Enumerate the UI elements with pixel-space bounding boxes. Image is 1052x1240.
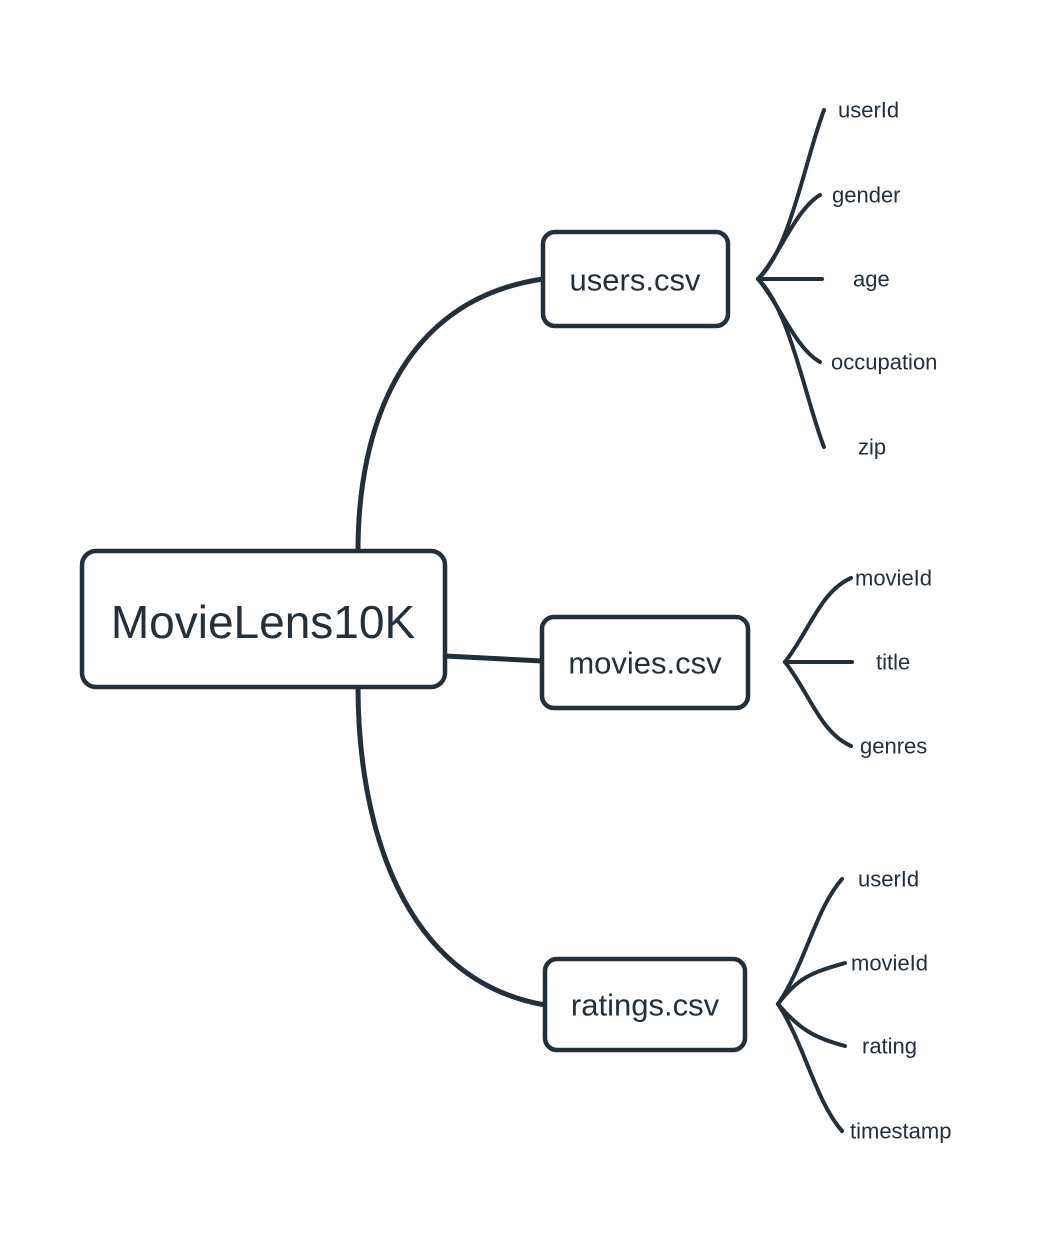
edge-root-to-movies: [442, 653, 545, 664]
edge-root-to-ratings: [355, 684, 548, 1008]
branch-node-ratings[interactable]: ratings.csv: [542, 956, 748, 1053]
edge-ratings-to-movieid: [776, 961, 847, 1006]
leaf-label-ratings-rating: rating: [862, 1034, 917, 1059]
edge-ratings-to-timestamp: [776, 1002, 844, 1133]
edge-users-to-zip: [756, 277, 826, 449]
branch-node-ratings-box: [542, 956, 748, 1053]
root-node-box: [79, 548, 448, 690]
leaf-label-users-occupation: occupation: [831, 350, 937, 375]
leaf-label-movies-title: title: [876, 650, 910, 675]
edge-users-to-gender: [756, 193, 822, 281]
branch-node-users-label: users.csv: [570, 263, 701, 298]
edge-users-to-userid: [756, 108, 826, 281]
leaf-label-ratings-movieid: movieId: [851, 951, 928, 976]
leaf-label-movies-genres: genres: [860, 734, 927, 759]
branch-node-movies-label: movies.csv: [568, 646, 722, 681]
branch-node-movies[interactable]: movies.csv: [539, 614, 751, 711]
leaf-label-ratings-timestamp: timestamp: [850, 1119, 951, 1144]
branch-node-users-box: [540, 229, 731, 329]
branch-node-users[interactable]: users.csv: [540, 229, 731, 329]
leaf-label-users-age: age: [853, 267, 890, 292]
edge-movies-to-movieid: [783, 576, 853, 664]
root-node[interactable]: MovieLens10K: [79, 548, 448, 690]
leaf-label-movies-movieid: movieId: [855, 566, 932, 591]
branch-node-movies-box: [539, 614, 751, 711]
leaf-label-users-userid: userId: [838, 98, 899, 123]
branch-node-ratings-label: ratings.csv: [571, 988, 720, 1023]
leaf-label-users-zip: zip: [858, 435, 886, 460]
edge-root-to-users: [355, 276, 546, 554]
leaf-label-users-gender: gender: [832, 183, 901, 208]
root-node-label: MovieLens10K: [111, 596, 416, 648]
edge-movies-to-genres: [783, 660, 853, 748]
edge-ratings-to-userid: [776, 877, 844, 1006]
leaf-label-ratings-userid: userId: [858, 867, 919, 892]
